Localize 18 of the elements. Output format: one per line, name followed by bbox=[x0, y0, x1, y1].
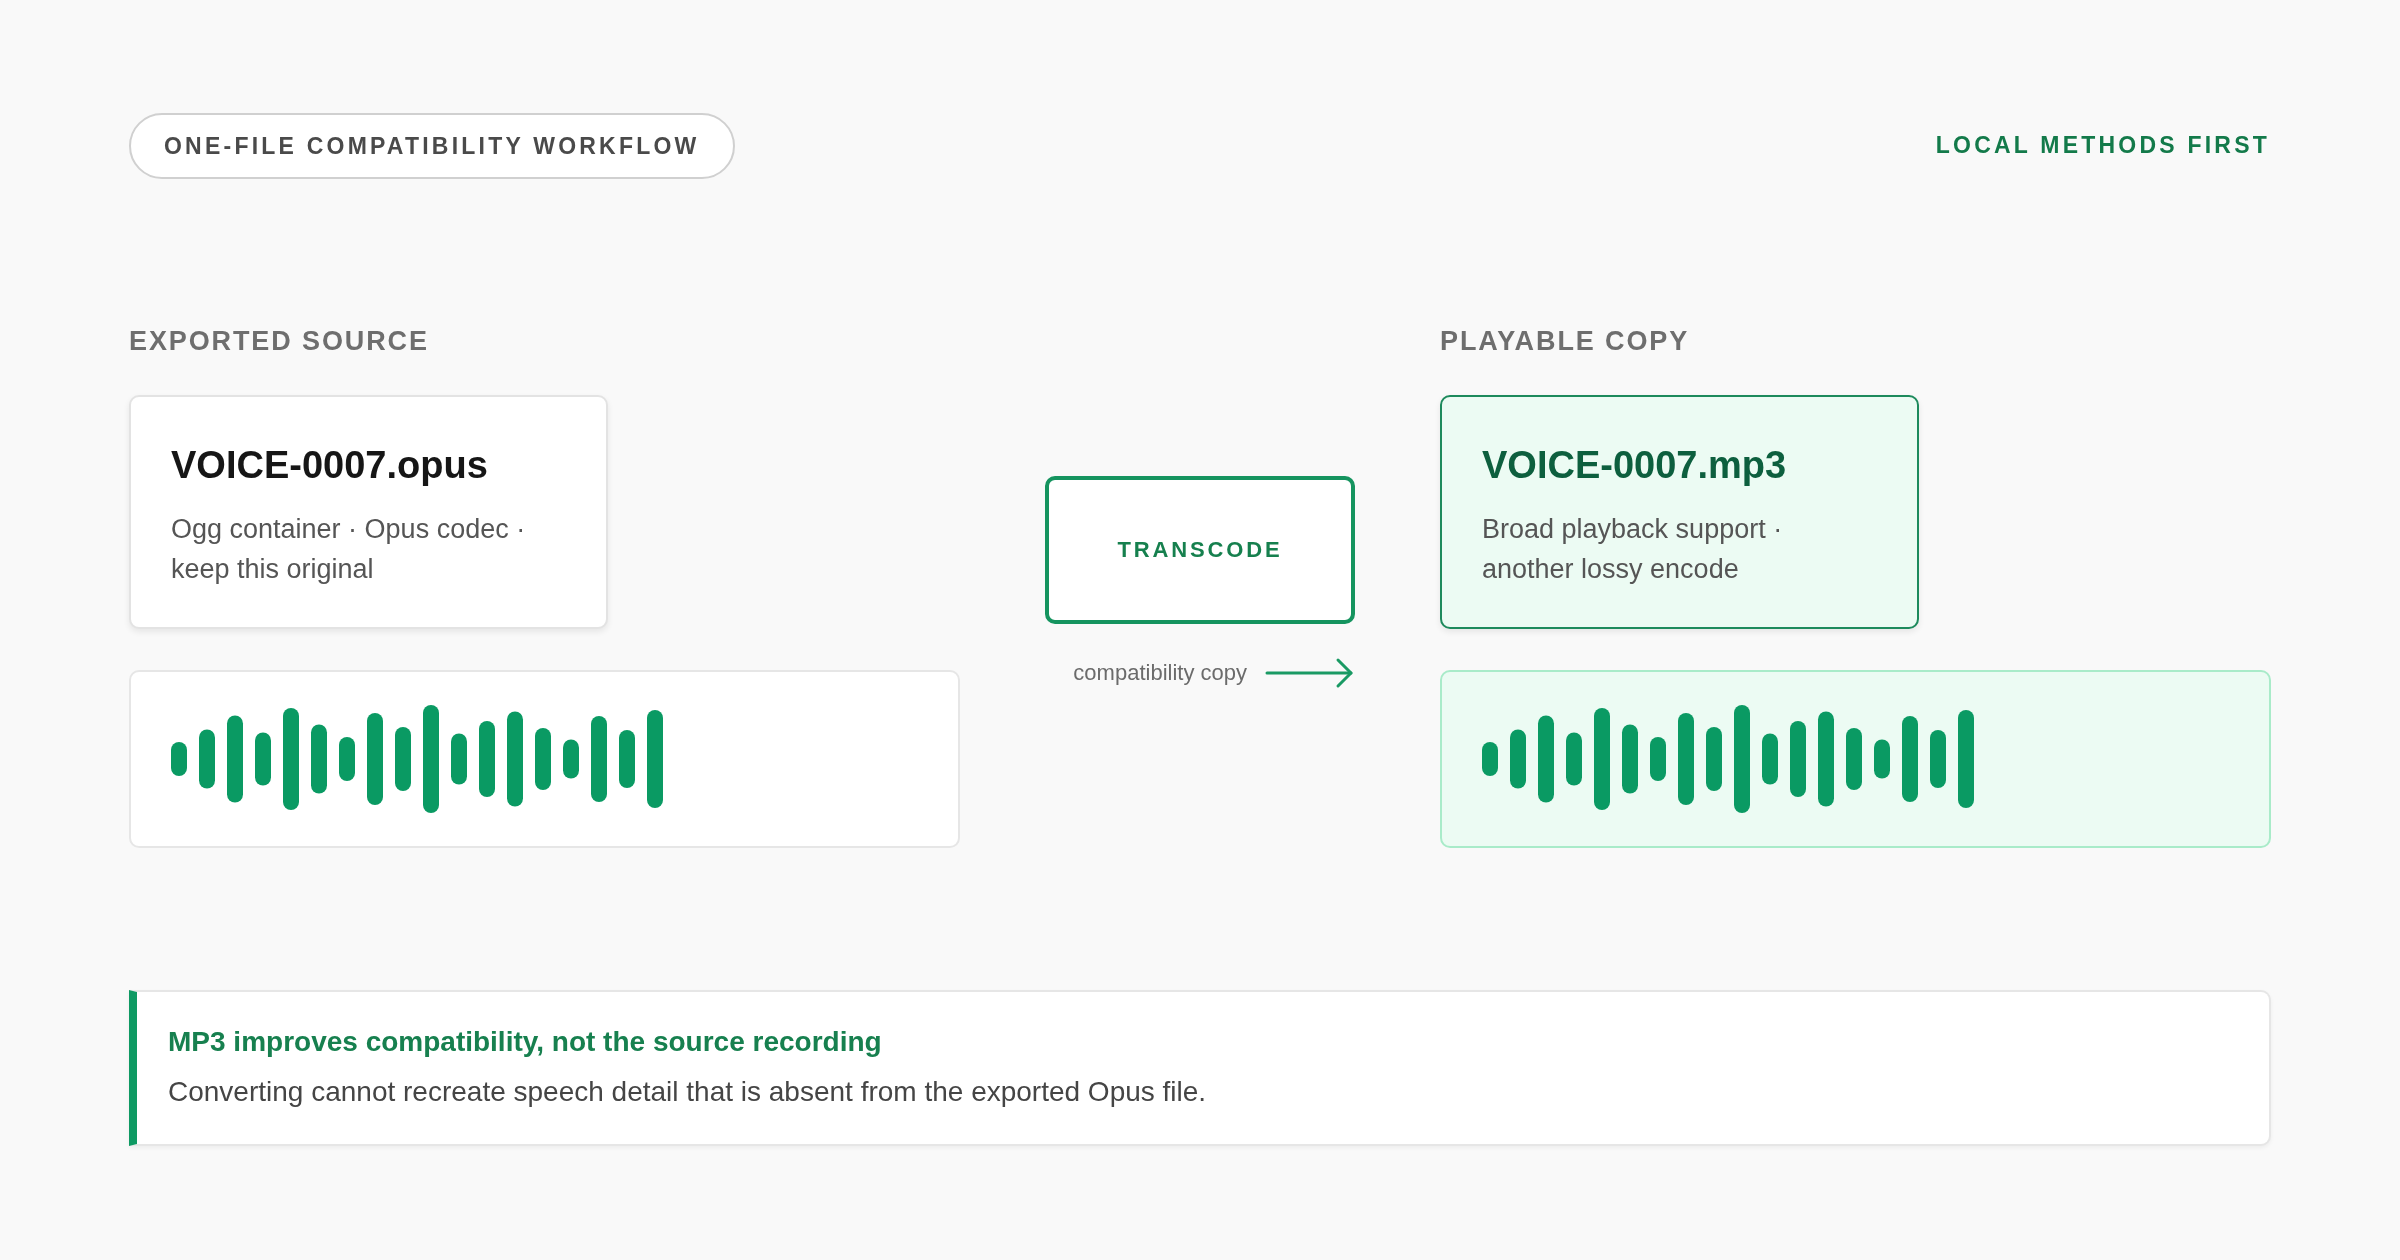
note-heading: MP3 improves compatibility, not the source recording bbox=[168, 1025, 883, 1059]
waveform-panel bbox=[129, 670, 960, 848]
note-callout bbox=[129, 990, 2271, 1146]
arrow-label: compatibility copy bbox=[1073, 659, 1247, 687]
file-card bbox=[1440, 395, 1919, 629]
file-name: VOICE-0007.opus bbox=[171, 443, 489, 488]
file-card bbox=[129, 395, 608, 629]
file-description: Ogg container · Opus codec · keep this original bbox=[171, 513, 527, 586]
tagline: LOCAL METHODS FIRST bbox=[1935, 131, 2270, 159]
file-description: Broad playback support · another lossy encode bbox=[1482, 513, 1784, 586]
section-heading: EXPORTED SOURCE bbox=[129, 325, 429, 357]
file-name: VOICE-0007.mp3 bbox=[1482, 443, 1788, 488]
note-text: Converting cannot recreate speech detail that is absent from the exported Opus file. bbox=[168, 1075, 1208, 1109]
section-heading: PLAYABLE COPY bbox=[1440, 325, 1690, 357]
waveform-panel bbox=[1440, 670, 2271, 848]
step-label: TRANSCODE bbox=[1117, 536, 1283, 564]
title-pill: ONE-FILE COMPATIBILITY WORKFLOW bbox=[129, 113, 735, 179]
process-box bbox=[1045, 476, 1355, 624]
